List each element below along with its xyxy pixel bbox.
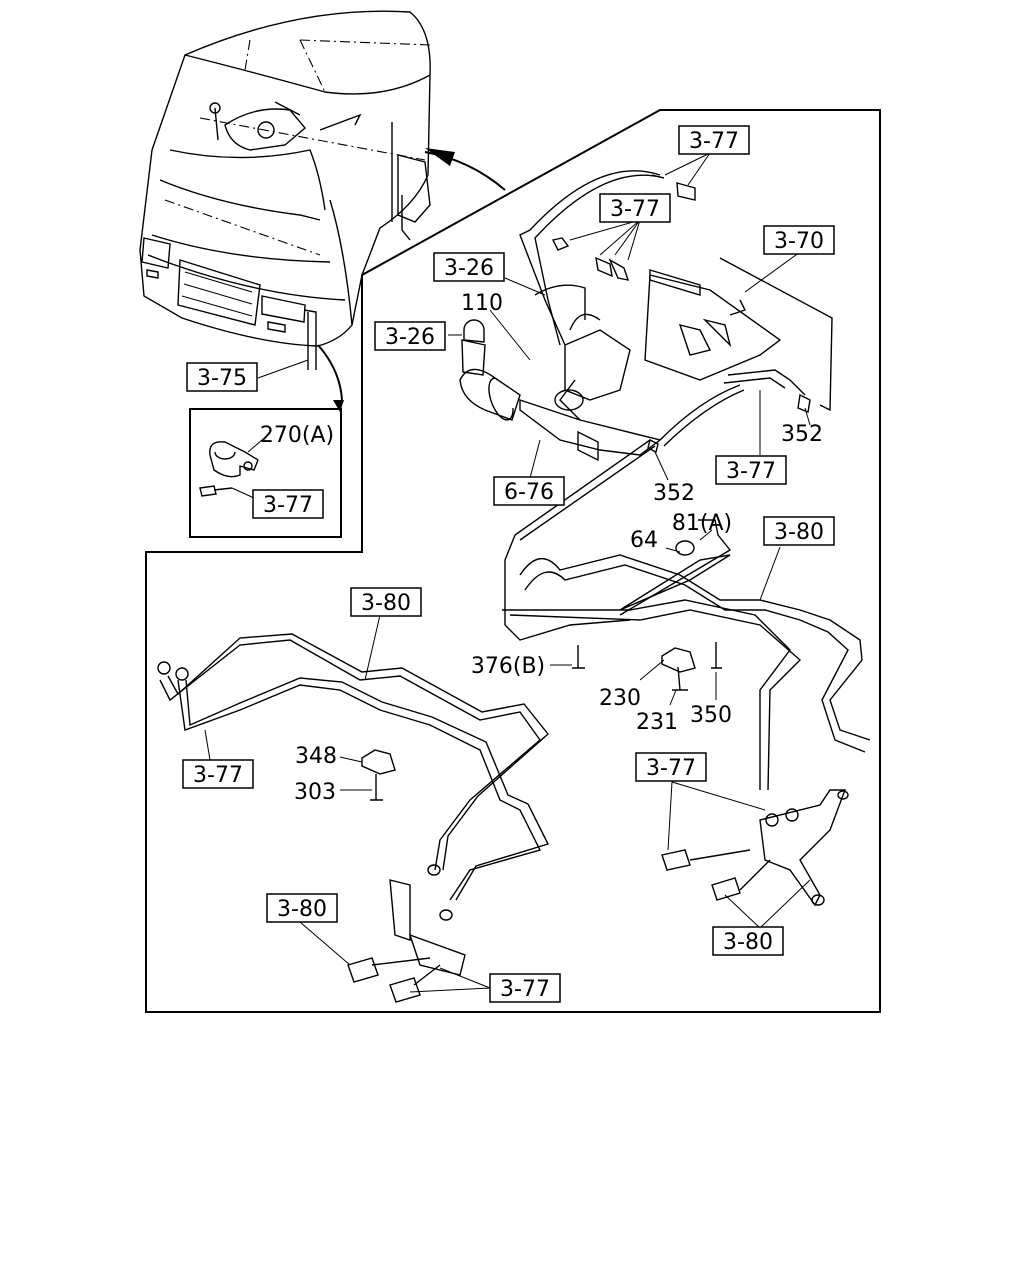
label-230: 230 — [599, 686, 641, 711]
box-3-77-c — [252, 489, 324, 519]
label-3-77-d: 3-77 — [726, 459, 776, 484]
box-3-70 — [763, 225, 835, 255]
label-3-77-f: 3-77 — [646, 756, 696, 781]
box-3-77-e — [182, 759, 254, 789]
pump-assembly — [459, 170, 833, 641]
box-3-26-a — [433, 252, 505, 282]
label-350: 350 — [690, 703, 732, 728]
detail-box — [189, 408, 342, 538]
right-brake-pipes — [502, 519, 871, 907]
label-6-76: 6-76 — [504, 480, 554, 505]
box-3-77-b — [599, 193, 671, 223]
box-3-26-b — [374, 321, 446, 351]
box-6-76 — [493, 476, 565, 506]
label-3-77-c: 3-77 — [263, 493, 313, 518]
clamp-270a — [199, 441, 259, 497]
label-303: 303 — [294, 780, 336, 805]
label-3-80-a: 3-80 — [774, 520, 824, 545]
label-270a: 270(A) — [260, 423, 334, 448]
arrowhead-bottom — [333, 400, 344, 412]
box-3-77-d — [715, 455, 787, 485]
label-3-77-g: 3-77 — [500, 977, 550, 1002]
label-352-b: 352 — [653, 481, 695, 506]
box-3-77-f — [635, 752, 707, 782]
box-3-77-a — [678, 125, 750, 155]
label-3-80-d: 3-80 — [723, 930, 773, 955]
box-3-80-d — [712, 926, 784, 956]
label-110: 110 — [461, 291, 503, 316]
box-3-80-c — [266, 893, 338, 923]
label-3-77-a: 3-77 — [689, 129, 739, 154]
box-3-77-g — [489, 973, 561, 1003]
box-3-80-b — [350, 587, 422, 617]
truck-cab — [139, 10, 431, 370]
callout-arrow-top — [424, 151, 506, 191]
label-64: 64 — [630, 528, 658, 553]
label-3-26-a: 3-26 — [444, 256, 494, 281]
box-3-75 — [186, 362, 258, 392]
label-3-77-e: 3-77 — [193, 763, 243, 788]
label-3-80-c: 3-80 — [277, 897, 327, 922]
main-frame — [145, 109, 881, 1013]
label-3-80-b: 3-80 — [361, 591, 411, 616]
label-352-a: 352 — [781, 422, 823, 447]
box-3-80-a — [763, 516, 835, 546]
label-3-70: 3-70 — [774, 229, 824, 254]
label-81a: 81(A) — [672, 511, 732, 536]
arrowhead-top — [425, 148, 455, 166]
label-348: 348 — [295, 744, 337, 769]
label-3-26-b: 3-26 — [385, 325, 435, 350]
label-3-77-b: 3-77 — [610, 197, 660, 222]
label-231: 231 — [636, 710, 678, 735]
callout-arrow-bottom — [317, 344, 343, 401]
label-376b: 376(B) — [471, 654, 545, 679]
label-3-75: 3-75 — [197, 366, 247, 391]
left-brake-pipes — [157, 633, 549, 1003]
